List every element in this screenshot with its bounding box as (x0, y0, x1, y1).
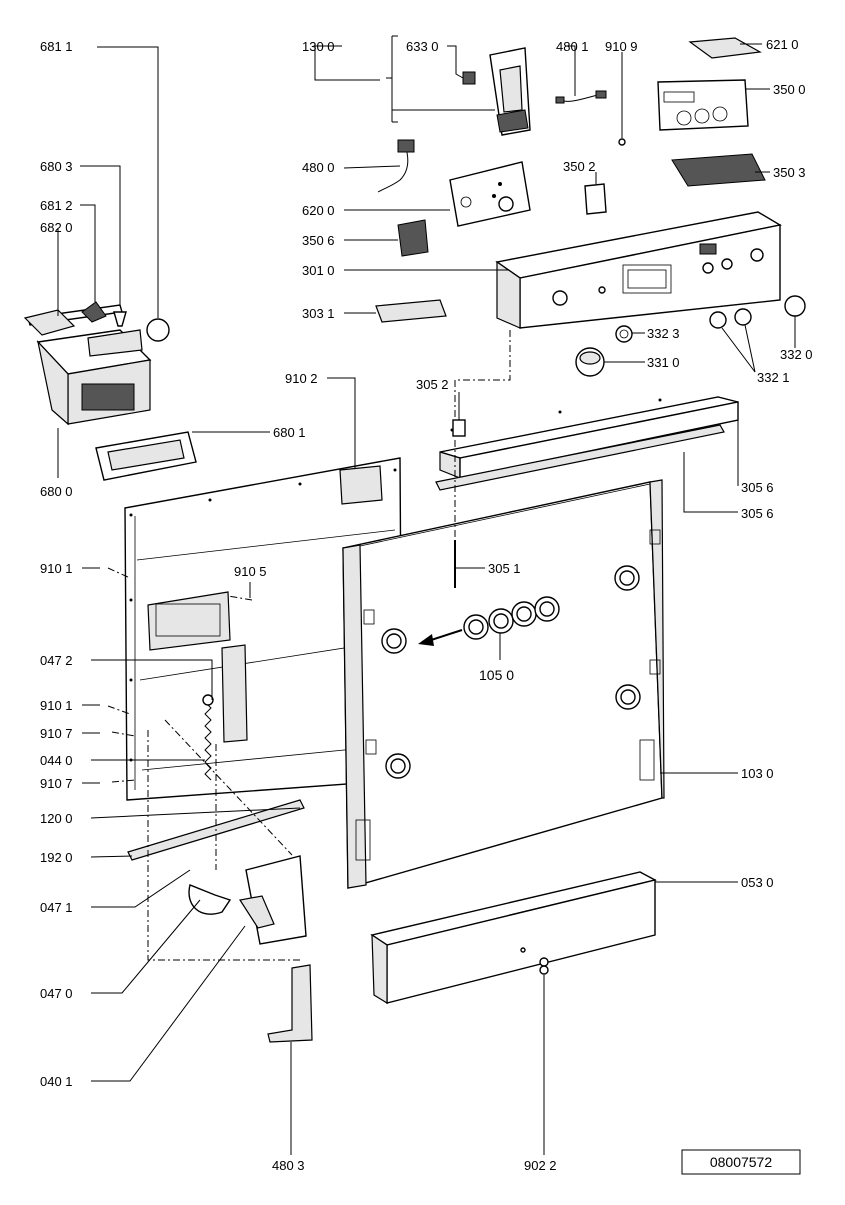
label-681-2: 681 2 (40, 198, 73, 213)
door-rails (435, 396, 739, 491)
bracket (584, 183, 607, 215)
hinge-spring (202, 694, 214, 781)
label-192-0: 192 0 (40, 850, 73, 865)
label-910-5: 910 5 (234, 564, 267, 579)
knob-pair (709, 308, 752, 329)
label-680-1: 680 1 (273, 425, 306, 440)
label-902-2: 902 2 (524, 1158, 557, 1173)
label-305-6-a: 305 6 (741, 480, 774, 495)
label-301-0: 301 0 (302, 263, 335, 278)
button-block (688, 37, 762, 59)
outer-door-panel (342, 479, 665, 889)
label-910-1-b: 910 1 (40, 698, 73, 713)
label-350-0: 350 0 (773, 82, 806, 97)
label-910-1-a: 910 1 (40, 561, 73, 576)
electronic-board (449, 161, 531, 227)
assembly-lines (107, 330, 511, 961)
label-303-1: 303 1 (302, 306, 335, 321)
label-480-0: 480 0 (302, 160, 335, 175)
label-350-2: 350 2 (563, 159, 596, 174)
drawing-number: 08007572 (710, 1154, 773, 1170)
label-910-7-a: 910 7 (40, 726, 73, 741)
screw (618, 138, 626, 146)
l-bracket (267, 964, 313, 1043)
label-680-0: 680 0 (40, 484, 73, 499)
door-lock (489, 47, 531, 136)
gasket-frame (95, 431, 197, 481)
button-cap (784, 295, 806, 317)
label-332-1: 332 1 (757, 370, 790, 385)
spring-clip (113, 311, 127, 327)
label-047-1: 047 1 (40, 900, 73, 915)
connector (397, 139, 415, 153)
label-130-0: 130 0 (302, 39, 335, 54)
label-047-2: 047 2 (40, 653, 73, 668)
hinge-arm (188, 855, 307, 945)
inner-door-panel (124, 457, 403, 801)
small-clip (81, 301, 107, 323)
label-305-2: 305 2 (416, 377, 449, 392)
label-621-0: 621 0 (766, 37, 799, 52)
wire-harness (377, 144, 409, 193)
label-350-3: 350 3 (773, 165, 806, 180)
label-332-0: 332 0 (780, 347, 813, 362)
label-105-0: 105 0 (479, 667, 514, 683)
lock-switch (462, 71, 476, 85)
gasket (23, 309, 76, 336)
label-910-9: 910 9 (605, 39, 638, 54)
label-350-6: 350 6 (302, 233, 335, 248)
label-910-2: 910 2 (285, 371, 318, 386)
label-680-3: 680 3 (40, 159, 73, 174)
direction-arrow (418, 629, 463, 646)
label-620-0: 620 0 (302, 203, 335, 218)
label-305-1: 305 1 (488, 561, 521, 576)
connector-block (397, 219, 429, 257)
callout-labels: 681 1 130 0 633 0 480 1 910 9 621 0 350 … (40, 37, 813, 1173)
small-harness (559, 94, 599, 102)
rinse-cap (146, 318, 170, 342)
display-board (657, 79, 749, 131)
key-frame (671, 153, 766, 187)
main-knob (575, 347, 605, 377)
label-480-3: 480 3 (272, 1158, 305, 1173)
leader-lines (57, 35, 796, 1155)
label-480-1: 480 1 (556, 39, 589, 54)
label-120-0: 120 0 (40, 811, 73, 826)
label-053-0: 053 0 (741, 875, 774, 890)
label-633-0: 633 0 (406, 39, 439, 54)
handle (375, 299, 447, 323)
label-103-0: 103 0 (741, 766, 774, 781)
label-681-1: 681 1 (40, 39, 73, 54)
label-040-1: 040 1 (40, 1074, 73, 1089)
selector-knob-small (615, 325, 633, 343)
label-910-7-b: 910 7 (40, 776, 73, 791)
control-panel (495, 211, 782, 329)
hinge-pin (452, 419, 466, 437)
drawing-number-box: 08007572 (681, 1149, 801, 1175)
label-331-0: 331 0 (647, 355, 680, 370)
label-682-0: 682 0 (40, 220, 73, 235)
label-305-6-b: 305 6 (741, 506, 774, 521)
kick-plate (370, 871, 657, 1005)
label-047-0: 047 0 (40, 986, 73, 1001)
label-332-3: 332 3 (647, 326, 680, 341)
label-044-0: 044 0 (40, 753, 73, 768)
